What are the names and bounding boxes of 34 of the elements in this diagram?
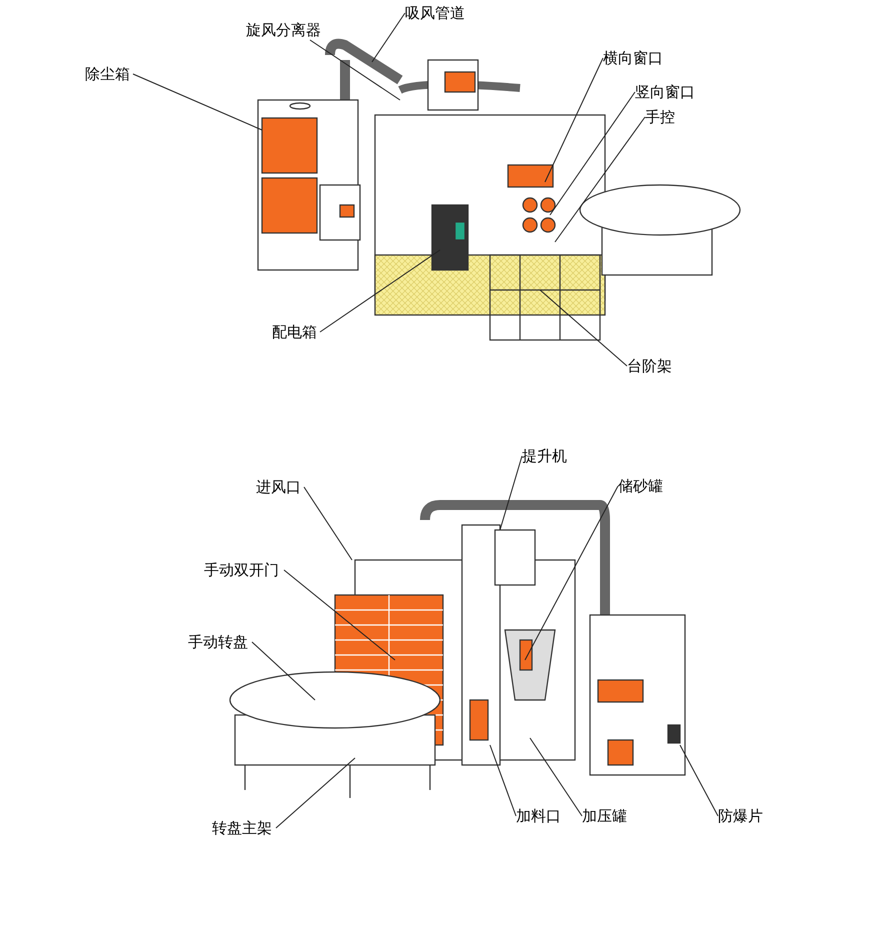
part-label: 手动双开门 bbox=[204, 561, 279, 579]
part-label: 旋风分离器 bbox=[246, 21, 321, 39]
part-label: 转盘主架 bbox=[212, 819, 272, 837]
part-label: 吸风管道 bbox=[405, 4, 465, 22]
leader-line bbox=[554, 116, 646, 242]
part-label: 提升机 bbox=[522, 447, 567, 465]
part-label: 竖向窗口 bbox=[635, 83, 695, 101]
part-label: 除尘箱 bbox=[85, 65, 130, 83]
part-label: 加料口 bbox=[516, 807, 561, 825]
leader-line bbox=[540, 290, 628, 366]
part-label: 进风口 bbox=[256, 478, 301, 496]
part-label: 加压罐 bbox=[582, 807, 627, 825]
part-label: 配电箱 bbox=[272, 323, 317, 341]
part-label: 防爆片 bbox=[718, 807, 763, 825]
leader-line bbox=[680, 744, 718, 816]
leader-line bbox=[132, 74, 262, 130]
leader-line bbox=[500, 456, 522, 530]
leader-line bbox=[524, 486, 618, 660]
leader-line bbox=[304, 486, 352, 560]
leader-line bbox=[310, 40, 400, 100]
leader-line bbox=[544, 58, 604, 182]
leader-line bbox=[320, 250, 440, 332]
leader-line bbox=[530, 738, 582, 816]
part-label: 手控 bbox=[645, 108, 675, 126]
leader-line bbox=[490, 744, 516, 816]
leader-line bbox=[284, 570, 396, 660]
leader-line bbox=[252, 642, 316, 700]
leader-line bbox=[276, 758, 356, 828]
part-label: 台阶架 bbox=[627, 357, 672, 375]
part-label: 储砂罐 bbox=[618, 477, 663, 495]
leader-line bbox=[372, 12, 406, 62]
part-label: 横向窗口 bbox=[603, 49, 663, 67]
leader-line bbox=[550, 92, 636, 216]
part-label: 手动转盘 bbox=[188, 633, 248, 651]
